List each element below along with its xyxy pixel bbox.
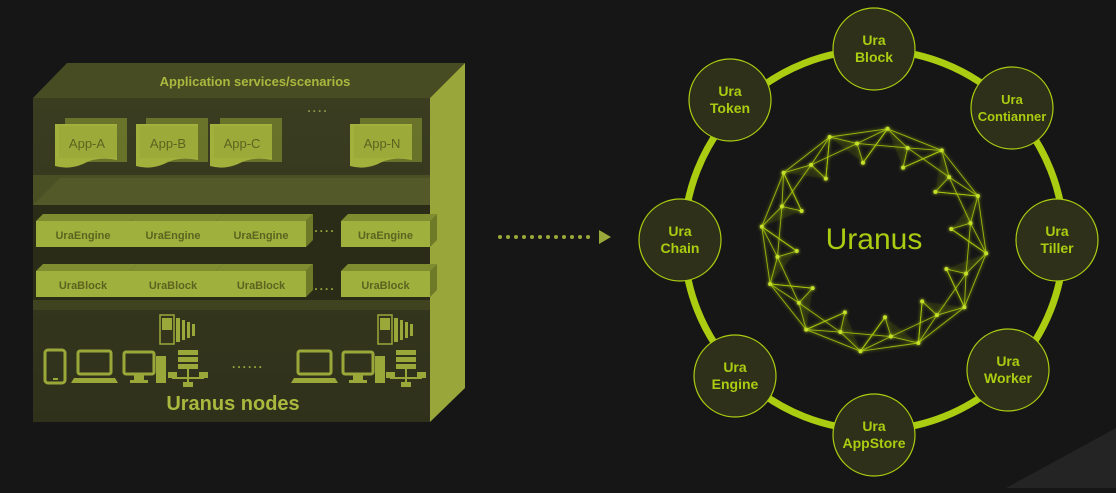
engine-row: UraEngine UraEngine UraEngine UraEngine (36, 214, 437, 247)
network-icon (386, 350, 426, 387)
ring-node-label-line1: Ura (1045, 223, 1069, 239)
node-shelf (33, 300, 430, 310)
ura-block-label: UraBlock (59, 280, 108, 292)
desktop-icon (122, 350, 166, 383)
device-icons (43, 314, 426, 387)
ring-node-label-line2: Engine (712, 376, 759, 392)
ura-engine-label: UraEngine (55, 230, 110, 242)
devices-ellipsis: ...... (232, 357, 264, 371)
ura-block-label: UraBlock (237, 280, 286, 292)
block-row: UraBlock UraBlock UraBlock UraBlock (36, 264, 437, 297)
apps-ellipsis: .... (307, 101, 328, 115)
ura-block-module: UraBlock (216, 264, 313, 297)
ring-nodes: UraBlockUraContiannerUraTillerUraWorkerU… (638, 7, 1099, 477)
ura-engine-module: UraEngine (130, 214, 223, 247)
uranus-center-label: Uranus (826, 223, 923, 256)
ring-node-label-line1: Ura (1001, 92, 1023, 107)
ring-node-label-line1: Ura (723, 359, 747, 375)
phone-icon (43, 348, 67, 385)
server-stack-icon (159, 314, 195, 345)
ura-engine-module: UraEngine (36, 214, 137, 247)
app-label: App-C (224, 136, 261, 151)
app-card: App-B (136, 118, 208, 168)
ura-block-module: UraBlock (130, 264, 223, 297)
ura-engine-label: UraEngine (358, 230, 413, 242)
ura-engine-label: UraEngine (233, 230, 288, 242)
ura-engine-label: UraEngine (145, 230, 200, 242)
ring-node-label-line1: Ura (718, 83, 742, 99)
app-card: App-C (210, 118, 282, 168)
dotted-arrow-right-icon (498, 230, 611, 244)
ura-block-module: UraBlock (341, 264, 437, 297)
ura-engine-module: UraEngine (341, 214, 437, 247)
app-label: App-B (150, 136, 186, 151)
ring-node-label-line2: Contianner (978, 109, 1047, 124)
uranus-mesh (759, 126, 989, 354)
app-shelf-top (33, 178, 430, 205)
stack-side-face (430, 63, 465, 422)
ring-node-label-line2: Token (710, 100, 750, 116)
ring-node-label-line2: Tiller (1040, 240, 1074, 256)
engine-row-ellipsis: .... (314, 221, 335, 235)
ura-block-label: UraBlock (149, 280, 198, 292)
stack-title: Application services/scenarios (160, 74, 351, 89)
corner-decoration (1006, 428, 1116, 488)
ura-block-label: UraBlock (361, 280, 410, 292)
desktop-icon (341, 350, 385, 383)
ring-node-engine[interactable]: UraEngine (693, 334, 777, 418)
app-card: App-N (350, 118, 422, 168)
nodes-label: Uranus nodes (166, 393, 299, 415)
ura-block-module: UraBlock (36, 264, 137, 297)
server-stack-icon (377, 314, 413, 345)
ring-node-label-line2: Chain (661, 240, 700, 256)
stack-top-face (33, 63, 465, 98)
ring-node-label-line2: Worker (984, 370, 1033, 386)
uranus-ring: Uranus UraBlockUraContiannerUraTillerUra… (638, 7, 1099, 477)
ring-node-label-line1: Ura (668, 223, 692, 239)
laptop-icon (291, 349, 338, 383)
network-icon (168, 350, 208, 387)
ring-node-label-line1: Ura (996, 353, 1020, 369)
ring-node-label-line1: Ura (862, 418, 886, 434)
ring-node-label-line2: Block (855, 49, 893, 65)
ring-node-label-line1: Ura (862, 32, 886, 48)
laptop-icon (71, 349, 118, 383)
app-label: App-N (364, 136, 401, 151)
ring-node-label-line2: AppStore (843, 435, 906, 451)
app-row: App-A App-B App-C App-N (55, 118, 422, 168)
app-card: App-A (55, 118, 127, 168)
ring-node-block[interactable]: UraBlock (832, 7, 916, 91)
ura-engine-module: UraEngine (216, 214, 313, 247)
app-label: App-A (69, 136, 105, 151)
block-row-ellipsis: .... (314, 279, 335, 293)
